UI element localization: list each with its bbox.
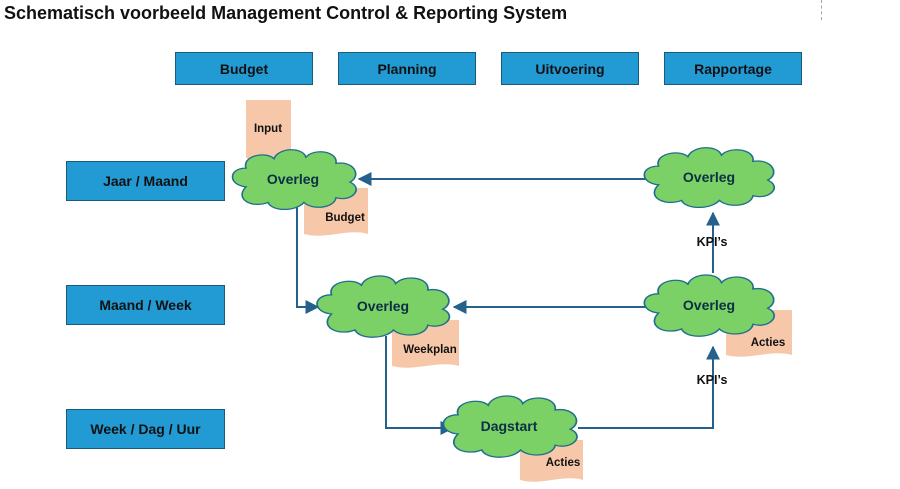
column-header-rapportage: Rapportage <box>664 52 802 85</box>
row-header-jaar-maand: Jaar / Maand <box>66 161 225 201</box>
row-header-week-dag-uur: Week / Dag / Uur <box>66 409 225 449</box>
kpi-label-lower: KPI’s <box>697 373 728 387</box>
arrow-overleg-to-overleg <box>296 207 320 314</box>
svg-text:Input: Input <box>254 123 282 135</box>
svg-text:Acties: Acties <box>751 337 786 349</box>
svg-text:Acties: Acties <box>546 457 581 469</box>
column-header-uitvoering: Uitvoering <box>501 52 639 85</box>
diagram-title: Schematisch voorbeeld Management Control… <box>4 3 568 23</box>
arrow-overleg-to-dagstart <box>385 336 455 435</box>
cloud-label-overleg-week-planning: Overleg <box>357 298 409 314</box>
cloud-label-overleg-jaar-rapportage: Overleg <box>683 169 735 185</box>
arrow-dagstart-to-kpi <box>578 345 720 429</box>
column-header-planning: Planning <box>338 52 476 85</box>
cloud-label-overleg-jaar-budget: Overleg <box>267 171 319 187</box>
document-input: Input <box>246 100 291 160</box>
row-header-maand-week: Maand / Week <box>66 285 225 325</box>
column-header-budget: Budget <box>175 52 313 85</box>
cloud-label-dagstart: Dagstart <box>481 418 538 434</box>
edge-divider <box>821 0 822 20</box>
svg-text:Budget: Budget <box>325 212 365 224</box>
cloud-label-overleg-week-rapportage: Overleg <box>683 297 735 313</box>
kpi-label-upper: KPI’s <box>697 235 728 249</box>
svg-text:Weekplan: Weekplan <box>403 344 456 356</box>
